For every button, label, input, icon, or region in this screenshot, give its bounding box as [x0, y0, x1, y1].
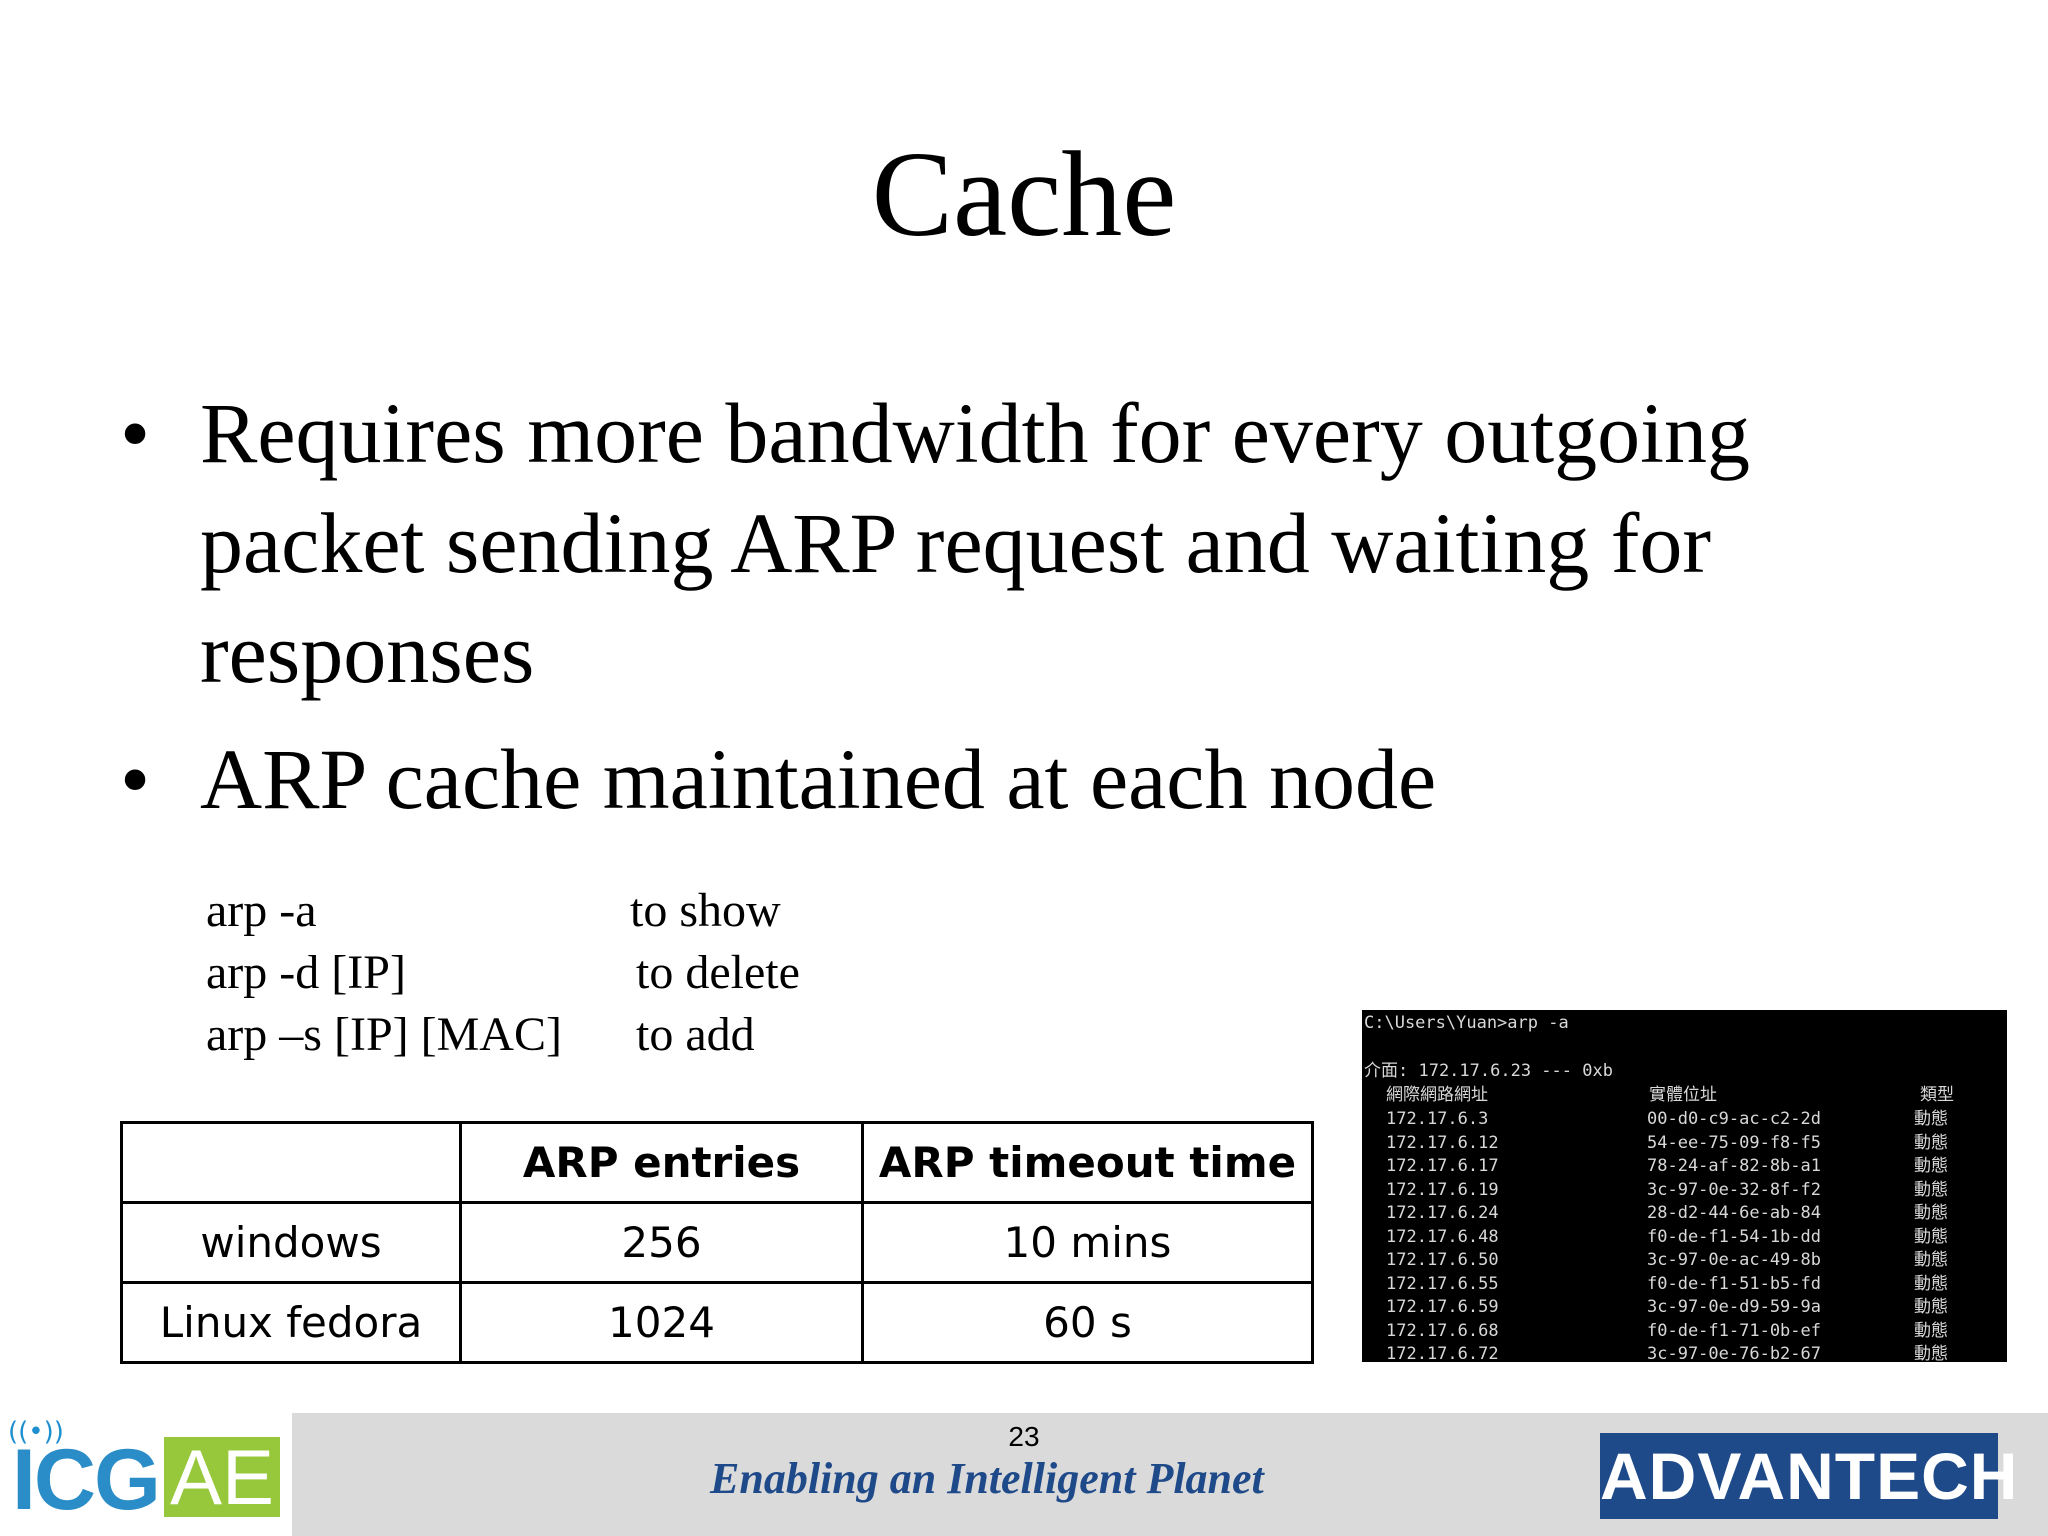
terminal-arp-entry: 172.17.6.19 3c-97-0e-32-8f-f2 動態 — [1362, 1179, 2007, 1203]
terminal-mac-address: 3c-97-0e-ac-49-8b — [1647, 1250, 1821, 1270]
terminal-mac-address: f0-de-f1-54-1b-dd — [1647, 1226, 1821, 1247]
terminal-header-type: 類型 — [1920, 1085, 1954, 1105]
bullet-text: ARP cache maintained at each node — [200, 731, 1437, 827]
terminal-entry-type: 動態 — [1914, 1344, 1948, 1362]
terminal-entry-type: 動態 — [1914, 1226, 1948, 1247]
terminal-ip-address: 172.17.6.17 — [1386, 1156, 1499, 1176]
table-cell: windows — [120, 1201, 462, 1284]
bullet-dot-icon: • — [120, 385, 151, 481]
arp-command-list: arp -a to show arp -d [IP] to delete arp… — [206, 880, 906, 1066]
table-cell: Linux fedora — [120, 1281, 462, 1364]
terminal-mac-address: 54-ee-75-09-f8-f5 — [1647, 1132, 1821, 1153]
terminal-arp-entry: 172.17.6.24 28-d2-44-6e-ab-84 動態 — [1362, 1202, 2007, 1226]
command-row: arp -a to show — [206, 880, 906, 942]
terminal-ip-address: 172.17.6.68 — [1386, 1320, 1499, 1341]
terminal-mac-address: 3c-97-0e-32-8f-f2 — [1647, 1179, 1821, 1200]
tagline: Enabling an Intelligent Planet — [710, 1454, 1264, 1503]
terminal-arp-entry: 172.17.6.55 f0-de-f1-51-b5-fd 動態 — [1362, 1273, 2007, 1297]
table-cell: 60 s — [861, 1281, 1314, 1364]
terminal-header-mac: 實體位址 — [1649, 1085, 1717, 1105]
terminal-arp-entry: 172.17.6.59 3c-97-0e-d9-59-9a 動態 — [1362, 1296, 2007, 1320]
terminal-arp-entry: 172.17.6.48 f0-de-f1-54-1b-dd 動態 — [1362, 1226, 2007, 1250]
logo-text: ICG — [12, 1432, 161, 1528]
terminal-entry-type: 動態 — [1914, 1203, 1948, 1223]
bullet-list: • Requires more bandwidth for every outg… — [120, 378, 1920, 850]
arp-comparison-table: ARP entries ARP timeout time windows 256… — [120, 1121, 1314, 1364]
advantech-logo: ADVANTECH — [1600, 1433, 2017, 1519]
terminal-arp-entry: 172.17.6.3 00-d0-c9-ac-c2-2d 動態 — [1362, 1108, 2007, 1132]
icg-ae-logo: ((•)) ICG AE — [0, 1413, 292, 1536]
table-header-cell — [120, 1121, 462, 1204]
terminal-mac-address: 3c-97-0e-76-b2-67 — [1647, 1344, 1821, 1362]
command-text: arp –s [IP] [MAC] — [206, 1008, 562, 1061]
table-header-row: ARP entries ARP timeout time — [120, 1121, 1314, 1204]
table-header-cell: ARP timeout time — [861, 1121, 1314, 1204]
bullet-item: • ARP cache maintained at each node — [120, 724, 1920, 834]
terminal-entry-type: 動態 — [1914, 1109, 1948, 1129]
terminal-mac-address: 00-d0-c9-ac-c2-2d — [1647, 1109, 1821, 1129]
table-cell: 256 — [459, 1201, 864, 1284]
terminal-entry-type: 動態 — [1914, 1250, 1948, 1270]
logo-text: AE — [164, 1437, 280, 1517]
table-cell: 10 mins — [861, 1201, 1314, 1284]
table-row: windows 256 10 mins — [120, 1201, 1314, 1284]
bullet-item: • Requires more bandwidth for every outg… — [120, 378, 1920, 708]
terminal-entry-type: 動態 — [1914, 1297, 1948, 1317]
terminal-mac-address: f0-de-f1-51-b5-fd — [1647, 1273, 1821, 1294]
command-row: arp –s [IP] [MAC] to add — [206, 1004, 906, 1066]
command-description: to add — [636, 1008, 755, 1061]
page-number: 23 — [1008, 1421, 1040, 1452]
terminal-entry-type: 動態 — [1914, 1156, 1948, 1176]
terminal-mac-address: 78-24-af-82-8b-a1 — [1647, 1156, 1821, 1176]
terminal-entry-type: 動態 — [1914, 1273, 1948, 1294]
terminal-ip-address: 172.17.6.3 — [1386, 1109, 1489, 1129]
terminal-ip-address: 172.17.6.48 — [1386, 1226, 1499, 1247]
arp-terminal-screenshot: C:\Users\Yuan>arp -a 介面: 172.17.6.23 ---… — [1362, 1010, 2007, 1362]
terminal-entry-type: 動態 — [1914, 1179, 1948, 1200]
command-row: arp -d [IP] to delete — [206, 942, 906, 1004]
footer-bar: ((•)) ICG AE 23 Enabling an Intelligent … — [0, 1413, 2048, 1536]
command-description: to delete — [636, 946, 800, 999]
terminal-arp-entry: 172.17.6.68 f0-de-f1-71-0b-ef 動態 — [1362, 1320, 2007, 1344]
terminal-ip-address: 172.17.6.59 — [1386, 1297, 1499, 1317]
command-text: arp -a — [206, 884, 317, 937]
terminal-arp-entry: 172.17.6.72 3c-97-0e-76-b2-67 動態 — [1362, 1343, 2007, 1362]
terminal-ip-address: 172.17.6.55 — [1386, 1273, 1499, 1294]
bullet-text: Requires more bandwidth for every outgoi… — [200, 385, 1751, 701]
terminal-ip-address: 172.17.6.24 — [1386, 1203, 1499, 1223]
terminal-mac-address: 3c-97-0e-d9-59-9a — [1647, 1297, 1821, 1317]
terminal-entry-type: 動態 — [1914, 1132, 1948, 1153]
terminal-arp-entry: 172.17.6.12 54-ee-75-09-f8-f5 動態 — [1362, 1132, 2007, 1156]
terminal-ip-address: 172.17.6.72 — [1386, 1344, 1499, 1362]
terminal-mac-address: f0-de-f1-71-0b-ef — [1647, 1320, 1821, 1341]
terminal-mac-address: 28-d2-44-6e-ab-84 — [1647, 1203, 1821, 1223]
slide-title: Cache — [871, 127, 1177, 262]
terminal-entry-type: 動態 — [1914, 1320, 1948, 1341]
wireless-signal-icon: ((•)) — [8, 1417, 64, 1447]
command-description: to show — [630, 884, 781, 937]
terminal-command-line: C:\Users\Yuan>arp -a — [1364, 1013, 1569, 1033]
table-cell: 1024 — [459, 1281, 864, 1364]
table-row: Linux fedora 1024 60 s — [120, 1281, 1314, 1364]
terminal-arp-entry: 172.17.6.17 78-24-af-82-8b-a1 動態 — [1362, 1155, 2007, 1179]
bullet-dot-icon: • — [120, 731, 151, 827]
terminal-ip-address: 172.17.6.19 — [1386, 1179, 1499, 1200]
command-text: arp -d [IP] — [206, 946, 406, 999]
terminal-interface-line: 介面: 172.17.6.23 --- 0xb — [1364, 1061, 1613, 1081]
terminal-ip-address: 172.17.6.50 — [1386, 1250, 1499, 1270]
terminal-header-ip: 網際網路網址 — [1386, 1085, 1488, 1105]
terminal-ip-address: 172.17.6.12 — [1386, 1132, 1499, 1153]
terminal-arp-entry: 172.17.6.50 3c-97-0e-ac-49-8b 動態 — [1362, 1249, 2007, 1273]
table-header-cell: ARP entries — [459, 1121, 864, 1204]
